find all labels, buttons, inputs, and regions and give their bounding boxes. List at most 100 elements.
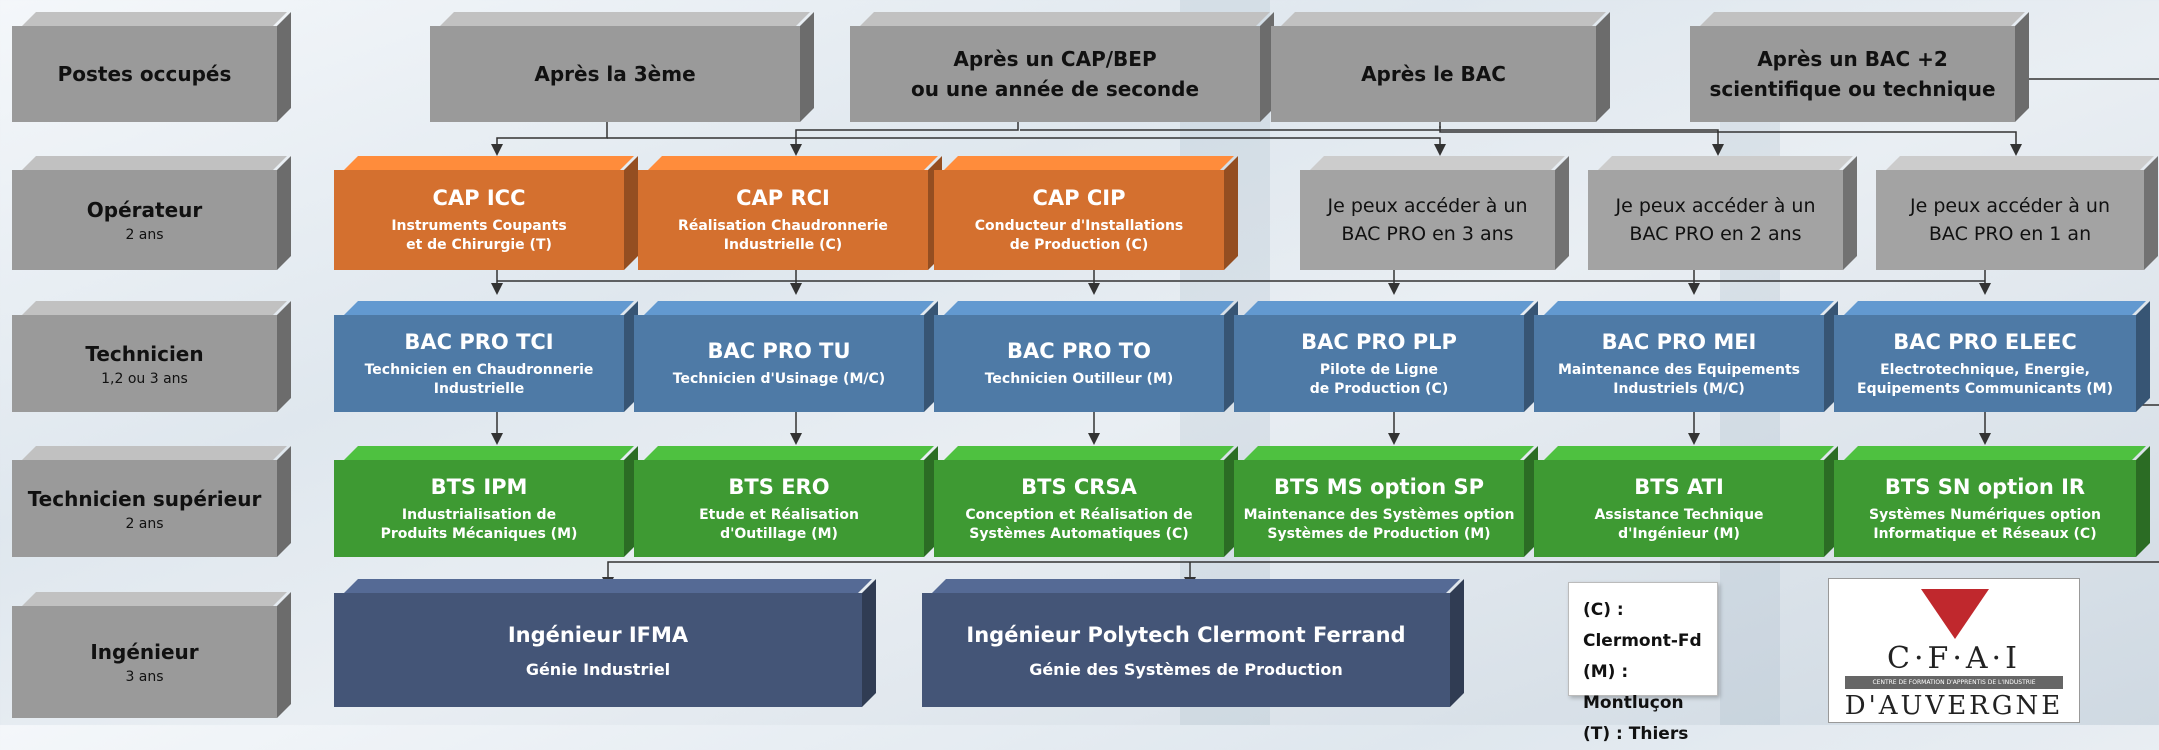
bts-title: BTS CRSA (1021, 474, 1137, 499)
row-label-operateur: Opérateur 2 ans (12, 170, 277, 270)
access-line1: Je peux accéder à un (1615, 195, 1816, 217)
entry-apres-3eme: Après la 3ème (430, 26, 800, 122)
engineer-desc: Génie Industriel (525, 659, 671, 679)
bts-desc: Etude et Réalisation d'Outillage (M) (699, 506, 859, 544)
access-line2: BAC PRO en 3 ans (1341, 223, 1514, 245)
bacpro-title: BAC PRO MEI (1601, 329, 1757, 354)
bts-desc-line2: Informatique et Réseaux (C) (1873, 525, 2097, 542)
cap-desc-line2: Industrielle (C) (723, 237, 843, 253)
bts-desc-line2: Produits Mécaniques (M) (380, 525, 578, 542)
row-label-title: Technicien (85, 341, 204, 366)
engineer-title: Ingénieur Polytech Clermont Ferrand (966, 622, 1406, 647)
entry-line1: Après un BAC +2 (1757, 47, 1948, 71)
bts-sn-ir: BTS SN option IR Systèmes Numériques opt… (1834, 460, 2136, 557)
bacpro-to: BAC PRO TO Technicien Outilleur (M) (934, 315, 1224, 412)
bts-desc-line1: Assistance Technique (1594, 506, 1764, 523)
bacpro-desc: Technicien d'Usinage (M/C) (673, 370, 885, 389)
bacpro-plp: BAC PRO PLP Pilote de Ligne de Production… (1234, 315, 1524, 412)
row-label-postes: Postes occupés (12, 26, 277, 122)
bts-desc-line1: Etude et Réalisation (699, 506, 859, 523)
legend-item: (C) : Clermont-Fd (1583, 600, 1702, 651)
row-label-technicien: Technicien 1,2 ou 3 ans (12, 315, 277, 412)
bts-desc-line1: Maintenance des Systèmes option (1243, 506, 1515, 523)
row-label-title: Technicien supérieur (27, 486, 262, 511)
entry-apres-bac: Après le BAC (1271, 26, 1596, 122)
bacpro-tu: BAC PRO TU Technicien d'Usinage (M/C) (634, 315, 924, 412)
bacpro-desc-line2: Equipements Communicants (M) (1857, 380, 2113, 397)
bts-desc-line1: Systèmes Numériques option (1869, 506, 2101, 523)
engineer-polytech: Ingénieur Polytech Clermont Ferrand Géni… (922, 593, 1450, 707)
bacpro-title: BAC PRO TU (707, 339, 851, 363)
bacpro-desc-line1: Pilote de Ligne (1319, 361, 1439, 378)
entry-line2: scientifique ou technique (1709, 77, 1996, 101)
logo-main-text: C·F·A·I (1887, 641, 2021, 676)
bts-desc-line2: d'Outillage (M) (720, 525, 838, 542)
row-label-title: Opérateur (86, 198, 203, 222)
bacpro-desc-line1: Technicien en Chaudronnerie (364, 361, 594, 378)
bts-desc: Assistance Technique d'Ingénieur (M) (1594, 506, 1763, 544)
bacpro-title: BAC PRO ELEEC (1893, 329, 2077, 354)
bacpro-desc-line1: Maintenance des Equipements (1557, 361, 1801, 378)
cfai-logo: C·F·A·I CENTRE DE FORMATION D'APPRENTIS … (1828, 578, 2080, 723)
bacpro-title: BAC PRO TO (1007, 339, 1151, 363)
bts-title: BTS SN option IR (1884, 474, 2086, 499)
cap-desc-line1: Instruments Coupants (391, 218, 567, 234)
entry-line1: Après la 3ème (534, 62, 696, 86)
connector-lines (491, 78, 2159, 589)
bts-desc-line2: Systèmes Automatiques (C) (969, 525, 1189, 542)
bacpro-desc: Technicien Outilleur (M) (985, 370, 1174, 389)
row-label-duration: 1,2 ou 3 ans (101, 370, 188, 387)
row-label-title: Ingénieur (90, 640, 199, 664)
bts-title: BTS MS option SP (1274, 474, 1484, 499)
bts-ms-sp: BTS MS option SP Maintenance des Système… (1234, 460, 1524, 557)
cap-title: CAP CIP (1032, 186, 1126, 210)
entry-line2: ou une année de seconde (910, 77, 1200, 101)
cap-title: CAP ICC (432, 186, 526, 210)
row-label-duration: 2 ans (125, 227, 164, 243)
access-line2: BAC PRO en 1 an (1928, 223, 2092, 245)
access-line1: Je peux accéder à un (1909, 195, 2110, 217)
bacpro-desc: Pilote de Ligne de Production (C) (1310, 361, 1448, 399)
row-label-duration: 3 ans (125, 669, 164, 685)
engineer-desc: Génie des Systèmes de Production (1029, 659, 1343, 679)
access-bacpro-3ans: Je peux accéder à un BAC PRO en 3 ans (1300, 170, 1555, 270)
location-legend: (C) : Clermont-Fd (M) : Montluçon (T) : … (1568, 582, 1718, 744)
bacpro-eleec: BAC PRO ELEEC Electrotechnique, Energie,… (1834, 315, 2136, 412)
logo-triangle-icon (1921, 589, 1989, 639)
row-label-duration: 2 ans (125, 515, 164, 532)
bts-desc-line1: Conception et Réalisation de (965, 506, 1193, 523)
row-label-ingenieur: Ingénieur 3 ans (12, 606, 277, 718)
cap-desc-line2: de Production (C) (1009, 237, 1149, 253)
row-label-technicien-superieur: Technicien supérieur 2 ans (12, 460, 277, 557)
logo-band-text: CENTRE DE FORMATION D'APPRENTIS DE L'IND… (1845, 676, 2063, 689)
bacpro-desc-line2: Industrielle (433, 380, 525, 397)
bacpro-desc-line1: Technicien Outilleur (M) (984, 371, 1174, 387)
entry-apres-bac2: Après un BAC +2 scientifique ou techniqu… (1690, 26, 2015, 122)
access-bacpro-1an: Je peux accéder à un BAC PRO en 1 an (1876, 170, 2144, 270)
bacpro-desc-line2: de Production (C) (1309, 380, 1449, 397)
bacpro-title: BAC PRO TCI (404, 329, 554, 354)
engineer-ifma: Ingénieur IFMA Génie Industriel (334, 593, 862, 707)
bacpro-desc: Electrotechnique, Energie, Equipements Co… (1857, 361, 2113, 399)
bacpro-desc-line2: Industriels (M/C) (1613, 380, 1745, 397)
bts-desc-line2: d'Ingénieur (M) (1618, 525, 1740, 542)
entry-line1: Après un CAP/BEP (953, 47, 1157, 71)
bts-crsa: BTS CRSA Conception et Réalisation de Sys… (934, 460, 1224, 557)
access-line2: BAC PRO en 2 ans (1629, 223, 1802, 245)
access-line1: Je peux accéder à un (1327, 195, 1528, 217)
entry-line1: Après le BAC (1361, 62, 1506, 86)
row-label-title: Postes occupés (57, 62, 232, 86)
bacpro-desc-line1: Electrotechnique, Energie, (1880, 361, 2090, 378)
bacpro-title: BAC PRO PLP (1301, 329, 1457, 354)
